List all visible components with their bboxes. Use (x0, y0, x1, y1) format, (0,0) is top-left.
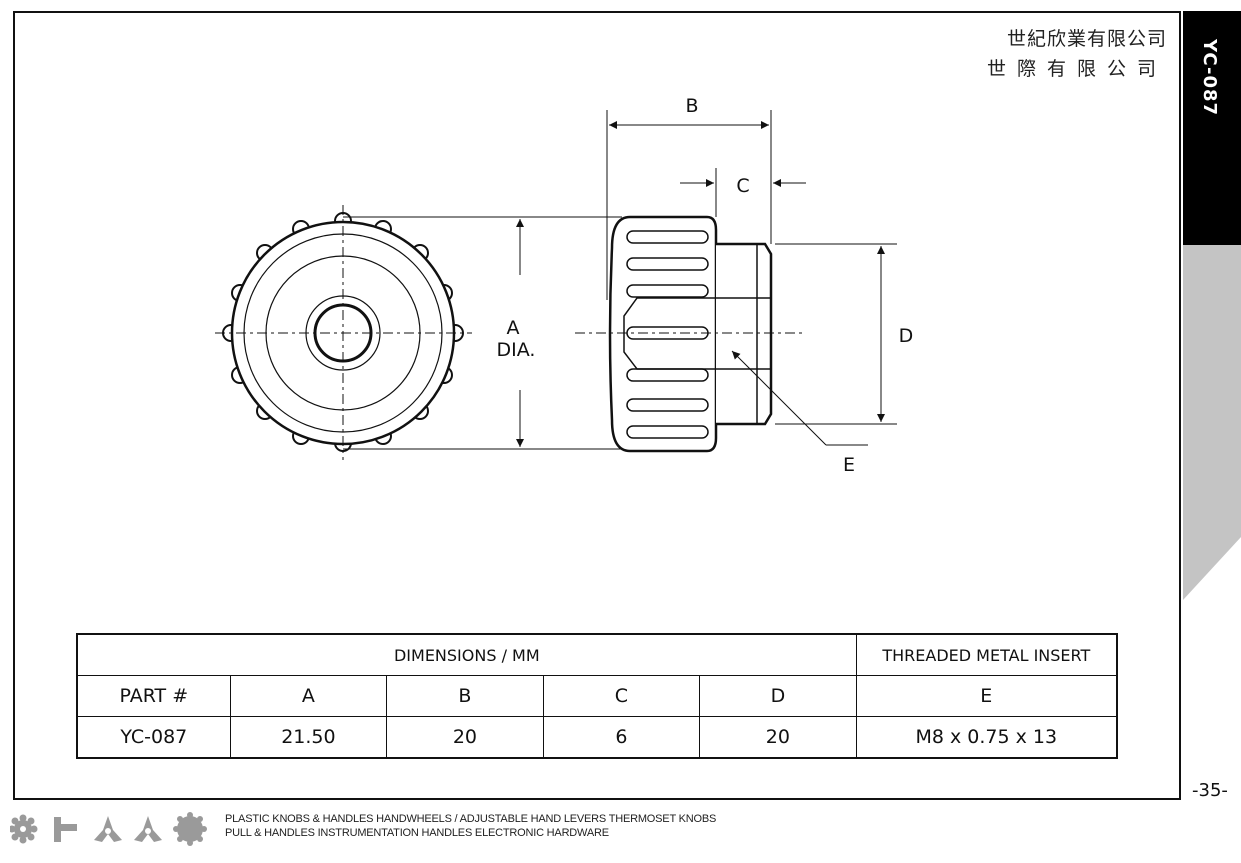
cell-d: 20 (699, 716, 857, 759)
drawing-frame (13, 11, 1181, 800)
company-name-2: 世際有限公司 (986, 58, 1167, 80)
cell-e: M8 x 0.75 x 13 (855, 716, 1118, 759)
column-a: A (229, 675, 388, 717)
product-code-label: YC-087 (1199, 39, 1220, 117)
dimension-c-label: C (736, 175, 749, 197)
dimensions-header: DIMENSIONS / MM (76, 633, 857, 676)
dimension-a-dia-label: DIA. (497, 339, 536, 361)
table-row: YC-087 21.50 20 6 20 M8 x 0.75 x 13 (76, 716, 1118, 759)
three-arm-knob-icon (94, 816, 122, 842)
leader-e-label: E (843, 454, 855, 476)
footer-text: PLASTIC KNOBS & HANDLES HANDWHEELS / ADJ… (225, 812, 716, 840)
cell-a: 21.50 (229, 716, 388, 759)
gray-side-tab (1183, 245, 1241, 600)
lobed-knob-icon (10, 814, 38, 844)
fluted-knob-icon (173, 812, 207, 846)
dimension-c (680, 168, 806, 217)
table-column-row: PART # A B C D E (76, 675, 1118, 717)
footer-line-2: PULL & HANDLES INSTRUMENTATION HANDLES E… (225, 827, 609, 839)
dimension-d-label: D (899, 325, 914, 347)
cell-part: YC-087 (76, 716, 231, 759)
cell-b: 20 (386, 716, 544, 759)
footer: PLASTIC KNOBS & HANDLES HANDWHEELS / ADJ… (0, 808, 1241, 858)
product-code-tab: YC-087 (1183, 11, 1241, 245)
insert-header: THREADED METAL INSERT (855, 633, 1118, 676)
dimension-b (606, 110, 772, 300)
three-arm-knob-alt-icon (134, 816, 162, 842)
leader-e (731, 350, 868, 446)
column-c: C (542, 675, 701, 717)
front-view (215, 205, 472, 460)
technical-drawing: A DIA. B C D (215, 95, 914, 476)
side-view (575, 215, 805, 453)
dimensions-table: DIMENSIONS / MM THREADED METAL INSERT PA… (76, 633, 1118, 759)
column-b: B (386, 675, 544, 717)
company-name-1: 世紀欣業有限公司 (1006, 28, 1167, 50)
table-header-row: DIMENSIONS / MM THREADED METAL INSERT (76, 633, 1118, 676)
dimension-a (343, 216, 622, 450)
footer-line-1: PLASTIC KNOBS & HANDLES HANDWHEELS / ADJ… (225, 813, 717, 825)
column-part: PART # (76, 675, 231, 717)
footer-icons (10, 812, 207, 846)
dimension-a-label: A (507, 317, 520, 339)
dimension-d (775, 243, 897, 425)
page-number: -35- (1192, 780, 1228, 801)
t-handle-icon (54, 817, 77, 842)
column-e: E (855, 675, 1118, 717)
cell-c: 6 (542, 716, 701, 759)
column-d: D (699, 675, 857, 717)
company-names: 世紀欣業有限公司 世際有限公司 (987, 24, 1167, 84)
dimension-b-label: B (685, 95, 698, 117)
